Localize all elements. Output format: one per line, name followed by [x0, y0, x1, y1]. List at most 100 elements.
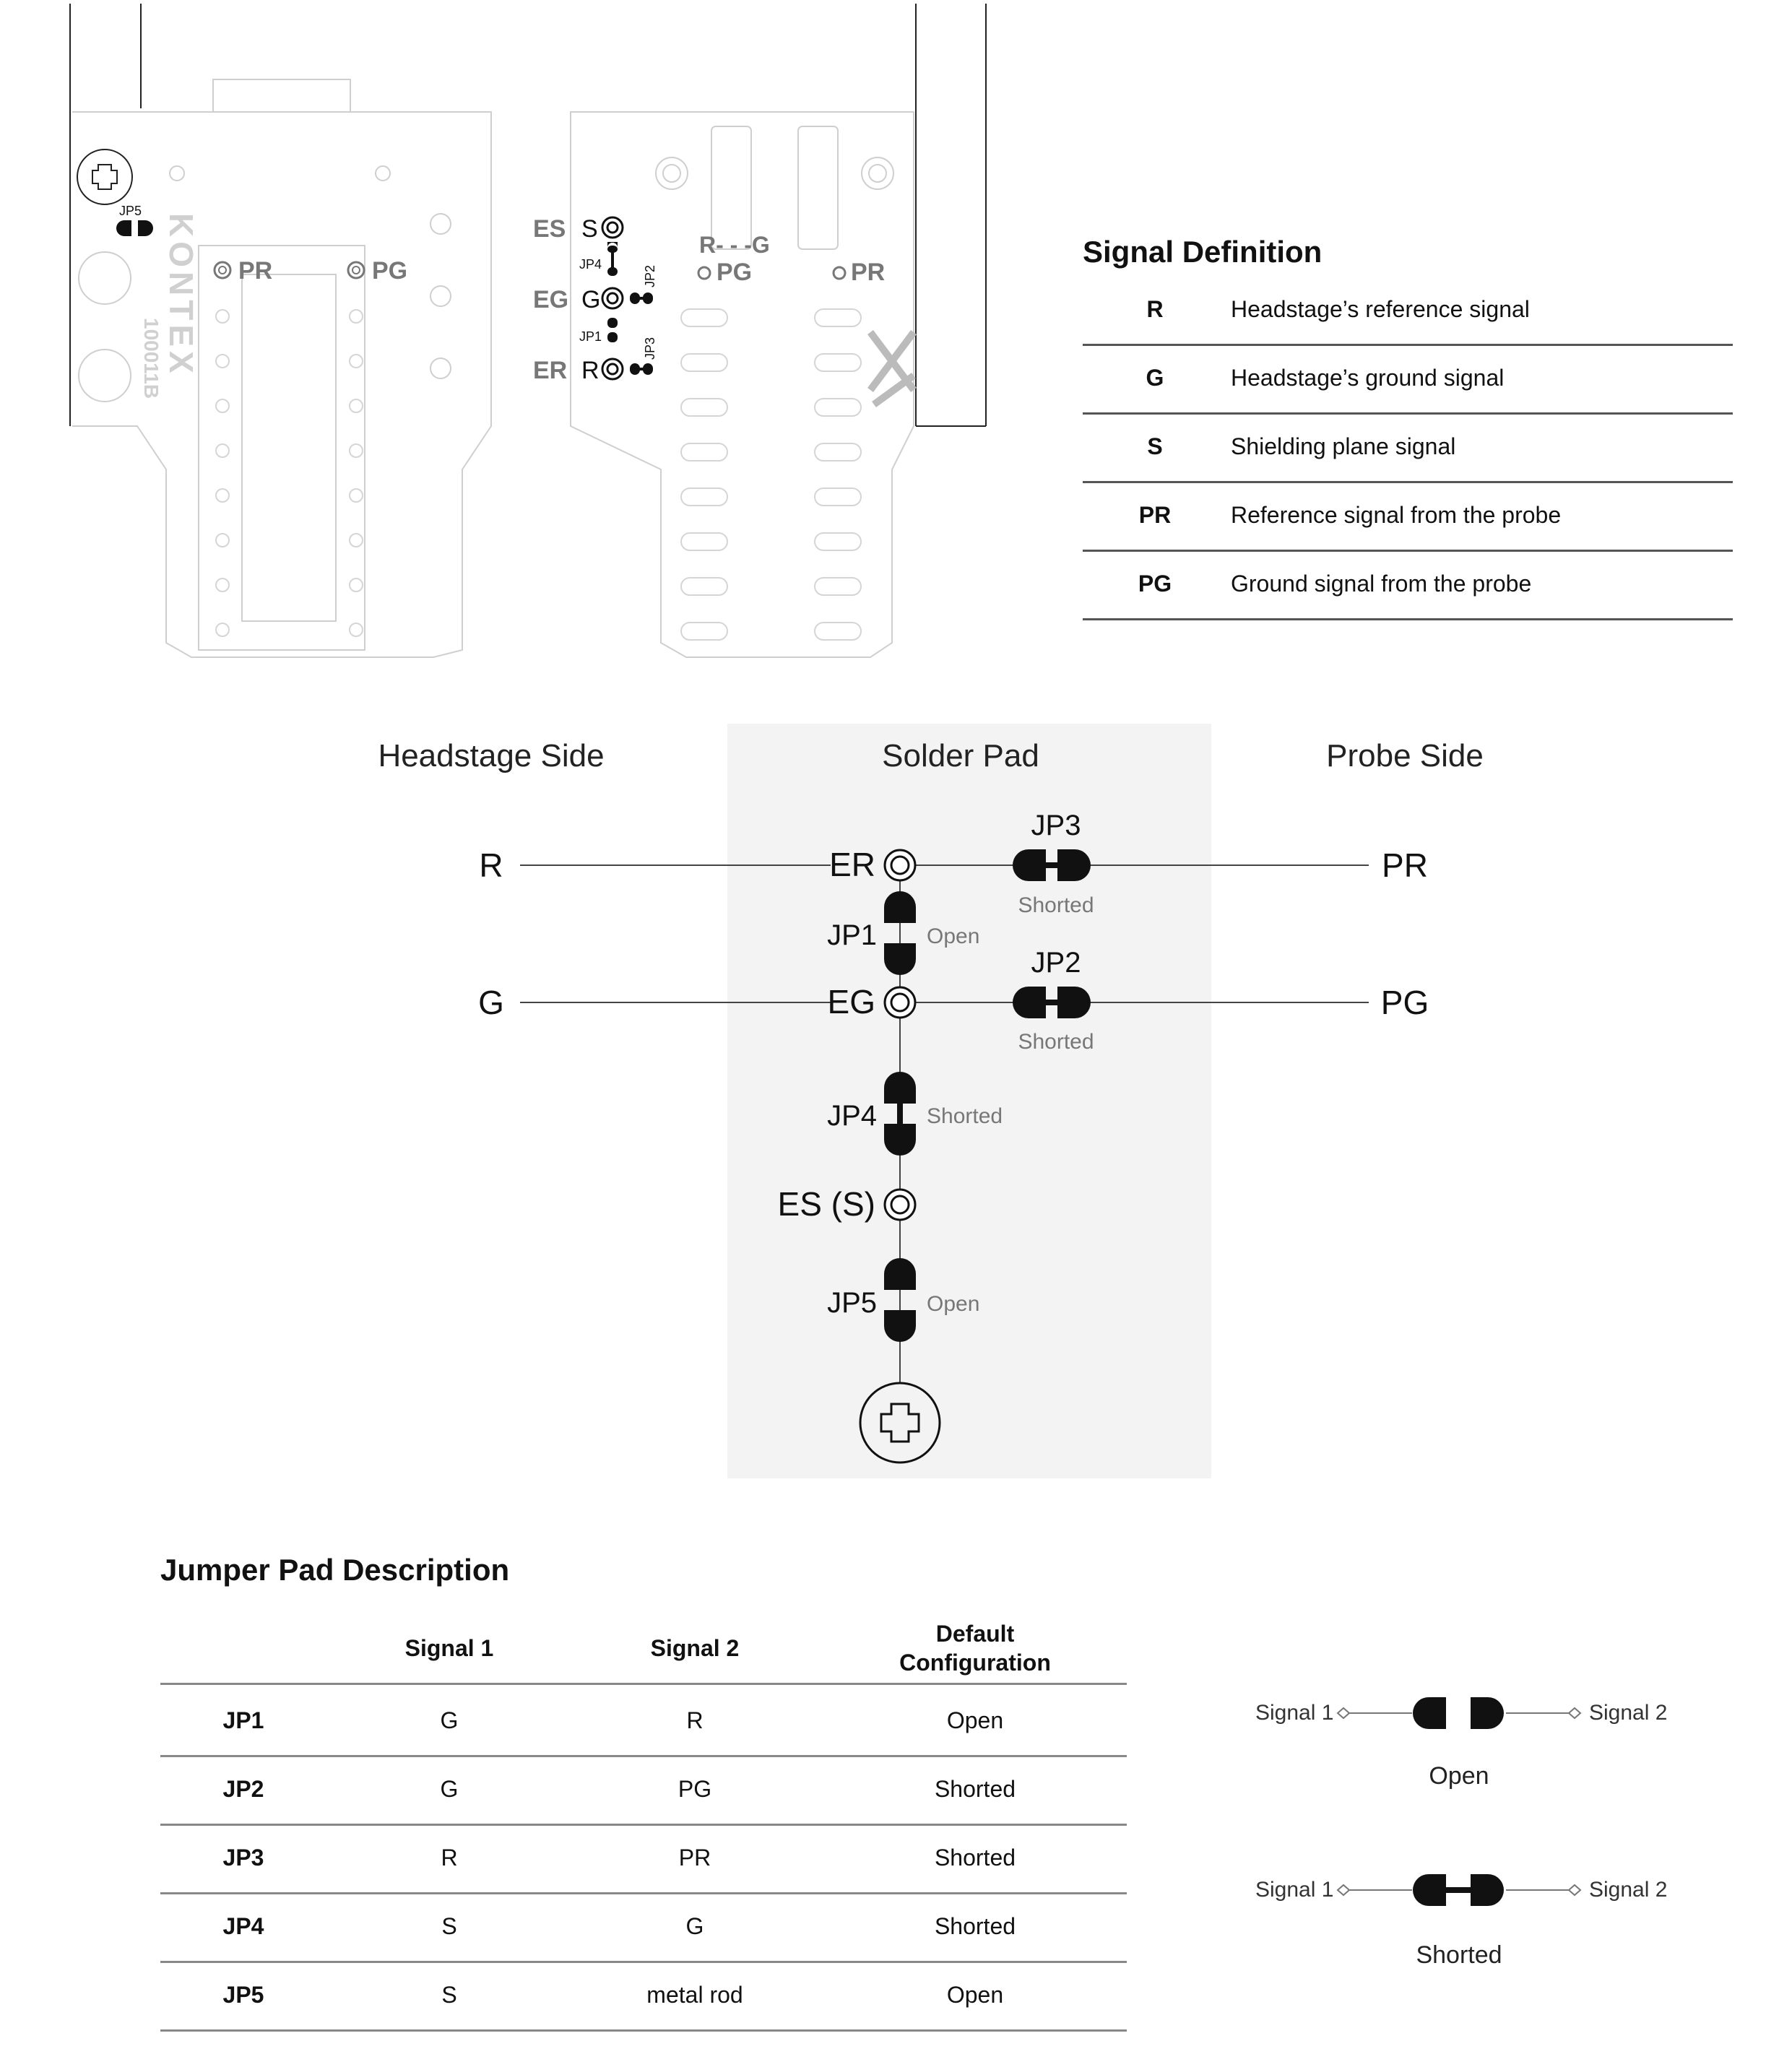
- board-hole: [349, 354, 363, 368]
- jp3-schematic-jumper: [1013, 849, 1091, 881]
- col-signal2-header: Signal 2: [650, 1635, 740, 1661]
- board-pad: [680, 398, 728, 417]
- board-pad: [814, 443, 862, 462]
- pg-signal-label: PG: [1381, 984, 1429, 1021]
- board-hole: [215, 578, 230, 592]
- jumper-table-title: Jumper Pad Description: [160, 1553, 510, 1587]
- board-hole: [349, 488, 363, 503]
- signal-code: R: [1146, 296, 1164, 322]
- board-hole: [215, 533, 230, 547]
- pr-left-label: PR: [238, 257, 272, 285]
- rg-board-label: R- - -G: [699, 232, 770, 258]
- board-pad: [680, 488, 728, 506]
- eg-board-label: EG: [533, 286, 568, 313]
- board-hole: [349, 309, 363, 324]
- jp2-board-label: JP2: [643, 265, 657, 287]
- jp3-label: JP3: [1031, 810, 1081, 841]
- board-pad: [680, 308, 728, 327]
- jp1-schematic-jumper: [884, 891, 916, 975]
- r-board-label: R: [581, 357, 600, 384]
- signal-code: PR: [1138, 502, 1172, 528]
- board-hole: [215, 443, 230, 458]
- legend-open-signal2: Signal 2: [1589, 1701, 1668, 1725]
- jumper-default-config: Shorted: [934, 1845, 1016, 1871]
- jp4-state-label: Shorted: [927, 1104, 1003, 1128]
- signal-definition-title: Signal Definition: [1083, 235, 1323, 269]
- jumper-default-config: Open: [946, 1982, 1004, 2008]
- board-hole: [349, 533, 363, 547]
- er-pad-label: ER: [829, 846, 875, 883]
- jumper-id: JP4: [222, 1913, 264, 1939]
- jumper-signal2: metal rod: [646, 1982, 743, 2008]
- er-board-label: ER: [533, 357, 567, 384]
- jumper-default-config: Shorted: [934, 1776, 1016, 1802]
- g-signal-label: G: [478, 984, 504, 1021]
- signal-description: Ground signal from the probe: [1231, 571, 1532, 597]
- legend-shorted-caption: Shorted: [1416, 1941, 1502, 1969]
- board-code-text: 100011B: [140, 318, 163, 399]
- board-pad: [680, 443, 728, 462]
- board-hole: [215, 354, 230, 368]
- jumper-signal1: G: [440, 1776, 459, 1802]
- board-pad: [680, 532, 728, 551]
- pr-signal-label: PR: [1382, 846, 1428, 884]
- metal-rod-screw-icon: [859, 1382, 941, 1464]
- jumper-id: JP3: [222, 1845, 264, 1871]
- board-pad: [680, 577, 728, 596]
- signal-code: G: [1146, 365, 1164, 391]
- jumper-id: JP5: [222, 1982, 264, 2008]
- jumper-signal1: S: [441, 1982, 457, 2008]
- board-hole: [349, 443, 363, 458]
- board-pad: [814, 398, 862, 417]
- board-pad: [814, 308, 862, 327]
- signal-row: R Headstage’s reference signal: [1083, 276, 1733, 346]
- jumper-signal1: S: [441, 1913, 457, 1939]
- jp5-schematic-jumper: [884, 1258, 916, 1342]
- jp4-schematic-jumper: [884, 1072, 916, 1156]
- signal-code: S: [1147, 433, 1163, 459]
- board-hole: [349, 623, 363, 637]
- jumper-signal2: G: [685, 1913, 704, 1939]
- solder-pad-heading: Solder Pad: [882, 738, 1039, 774]
- board-pad: [814, 532, 862, 551]
- jumper-signal2: PR: [678, 1845, 711, 1871]
- jp1-label: JP1: [827, 919, 877, 951]
- signal-code: PG: [1138, 571, 1172, 597]
- kontex-logo-text: KONTEX: [163, 213, 200, 378]
- jp2-schematic-jumper: [1013, 987, 1091, 1018]
- jp5-label: JP5: [827, 1287, 877, 1319]
- jp5-board-label: JP5: [119, 204, 142, 218]
- board-pad: [814, 488, 862, 506]
- jumper-signal2: R: [686, 1707, 704, 1733]
- s-board-label: S: [581, 215, 598, 243]
- pg-left-label: PG: [372, 257, 407, 285]
- jp4-board-label: JP4: [579, 257, 602, 272]
- col-default-header-line2: Configuration: [899, 1650, 1051, 1676]
- jumper-signal1: R: [441, 1845, 458, 1871]
- solder-pad-panel: [727, 724, 1211, 1478]
- signal-description: Headstage’s reference signal: [1231, 296, 1530, 322]
- col-default-header: Default Configuration: [852, 1619, 1098, 1677]
- signal-row: S Shielding plane signal: [1083, 413, 1733, 483]
- board-hole: [215, 488, 230, 503]
- r-signal-label: R: [479, 846, 503, 884]
- headstage-side-heading: Headstage Side: [378, 738, 605, 774]
- signal-description: Shielding plane signal: [1231, 433, 1456, 459]
- jp3-board-label: JP3: [643, 337, 657, 360]
- board-hole: [215, 399, 230, 413]
- signal-row: G Headstage’s ground signal: [1083, 344, 1733, 415]
- jp4-label: JP4: [827, 1100, 877, 1132]
- pr-right-label: PR: [851, 259, 885, 286]
- es-pad-label: ES (S): [778, 1185, 875, 1223]
- board-hole: [349, 578, 363, 592]
- legend-open-caption: Open: [1429, 1762, 1489, 1790]
- board-pad: [814, 622, 862, 641]
- jp1-state-label: Open: [927, 924, 979, 948]
- signal-description: Headstage’s ground signal: [1231, 365, 1505, 391]
- jumper-table-header-rule: [160, 1683, 1127, 1685]
- col-signal1-header: Signal 1: [404, 1635, 494, 1661]
